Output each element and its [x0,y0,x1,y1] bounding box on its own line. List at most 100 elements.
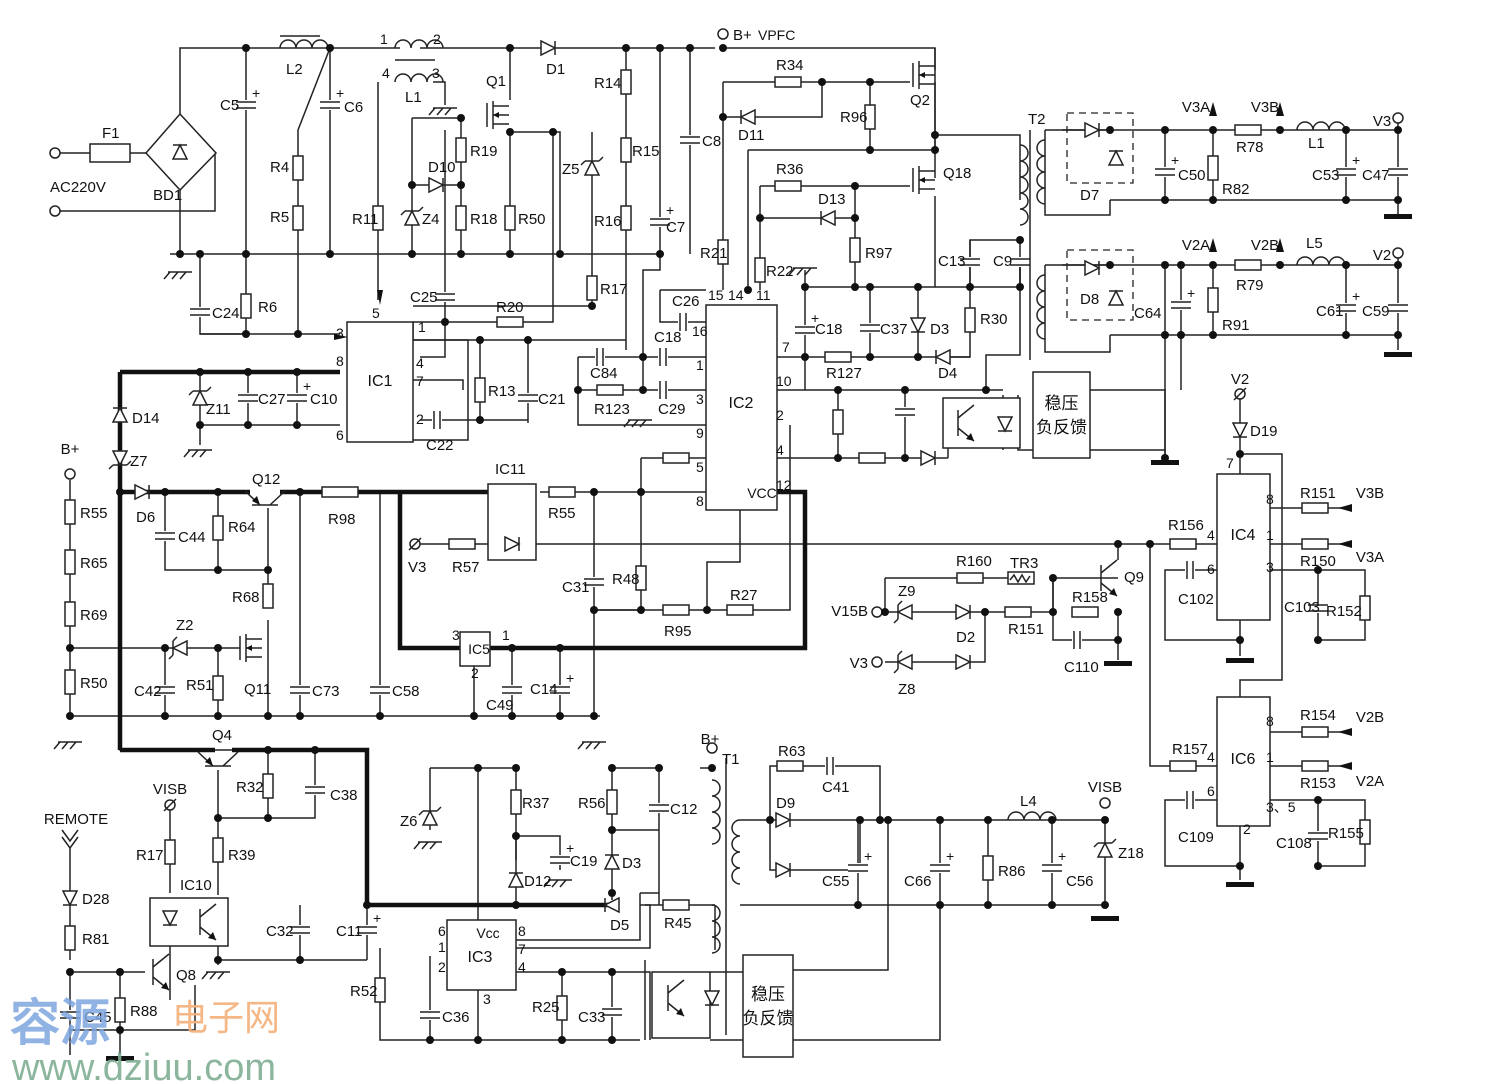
capacitor [658,347,668,367]
ic5-label: IC5 [468,641,490,657]
wire [199,254,247,335]
label-r78: R78 [1236,139,1264,156]
pin-number: 11 [756,287,771,303]
resistor [64,601,76,627]
label-c49: C49 [486,697,514,714]
transformer-t1-primary [711,779,721,845]
junction-dot [457,114,465,122]
bridge-diode-icon [171,143,189,160]
junction-dot [508,644,516,652]
pin-number: 6 [1207,561,1215,577]
junction-dot [161,488,169,496]
resistor [292,155,304,181]
junction-dot [214,488,222,496]
pin-number: 1 [502,627,510,643]
label-c38: C38 [330,787,358,804]
capacitor [420,1010,440,1020]
junction-dot [1276,126,1284,134]
junction-dot [556,644,564,652]
remote-input-icon [61,836,79,850]
resistor [774,76,802,88]
label-c11: C11 [336,923,362,940]
feedback-label-line1: 稳压 [751,985,785,1005]
label-d6: D6 [136,509,155,526]
junction-dot [264,746,272,754]
remote-label: REMOTE [44,811,108,828]
capacitor [658,380,668,400]
label-c102: C102 [1178,591,1214,608]
wire [720,47,936,70]
junction-dot [936,901,944,909]
junction-dot [1106,126,1114,134]
label-r152: R152 [1326,603,1362,620]
pin-number: 1 [438,939,446,955]
label-l5: L5 [1306,235,1323,252]
bplus-vpfc-terminal [717,28,729,40]
junction-dot [866,78,874,86]
wire [516,893,641,941]
wire [70,985,196,1031]
wire [769,820,861,871]
label-r82: R82 [1222,181,1250,198]
label-ic11: IC11 [495,461,526,478]
ic6-label: IC6 [1231,751,1256,768]
junction-dot [1161,196,1169,204]
junction-dot [558,968,566,976]
pin-number: 8 [1266,491,1274,507]
label-r50b: R50 [80,675,108,692]
label-r5: R5 [270,209,289,226]
label-r88: R88 [130,1003,158,1020]
junction-dot [854,901,862,909]
label-c9: C9 [993,253,1012,270]
junction-dot [244,368,252,376]
wire [985,258,1021,390]
v3-terminal [871,656,883,668]
junction-dot [574,386,582,394]
diode-d10 [428,176,445,194]
capacitor [595,347,605,367]
capacitor: + [650,202,674,227]
junction-dot [1314,636,1322,644]
transistor-q4 [197,751,239,767]
junction-dot [856,816,864,824]
capacitor: + [1042,848,1066,873]
capacitor [190,307,210,317]
resistor [606,789,618,815]
label-c50: C50 [1178,167,1206,184]
junction-dot [474,1036,482,1044]
svg-text:+: + [864,848,872,864]
diode [1107,149,1125,166]
junction-dot [608,764,616,772]
resistor [1301,502,1329,514]
svg-text:+: + [1352,288,1360,304]
junction-dot [1114,540,1122,548]
junction-dot [474,764,482,772]
ic1-block [346,321,414,443]
bplus-terminal [706,742,718,754]
capacitor [305,785,325,795]
junction-dot [512,901,520,909]
junction-dot [608,968,616,976]
junction-dot [656,44,664,52]
junction-dot [984,816,992,824]
junctions [66,44,1402,1044]
label-z9: Z9 [898,583,916,600]
junction-dot [588,302,596,310]
junction-dot [637,606,645,614]
label-r34: R34 [776,57,804,74]
resistor [982,855,994,881]
capacitor: + [357,910,381,935]
wire [1052,578,1118,641]
watermark-brand-suffix: 电子网 [172,998,280,1039]
label-r21: R21 [700,245,728,262]
svg-text:+: + [1058,848,1066,864]
chassis-ground-icon [428,107,457,116]
svg-text:+: + [666,202,674,218]
label-bd1: BD1 [153,187,182,204]
label-c5: C5 [220,97,239,114]
label-c33: C33 [578,1009,606,1026]
diode-d2b [955,653,972,671]
pin-number: 3 [696,391,704,407]
resistor [620,137,632,163]
resistor [586,275,598,301]
